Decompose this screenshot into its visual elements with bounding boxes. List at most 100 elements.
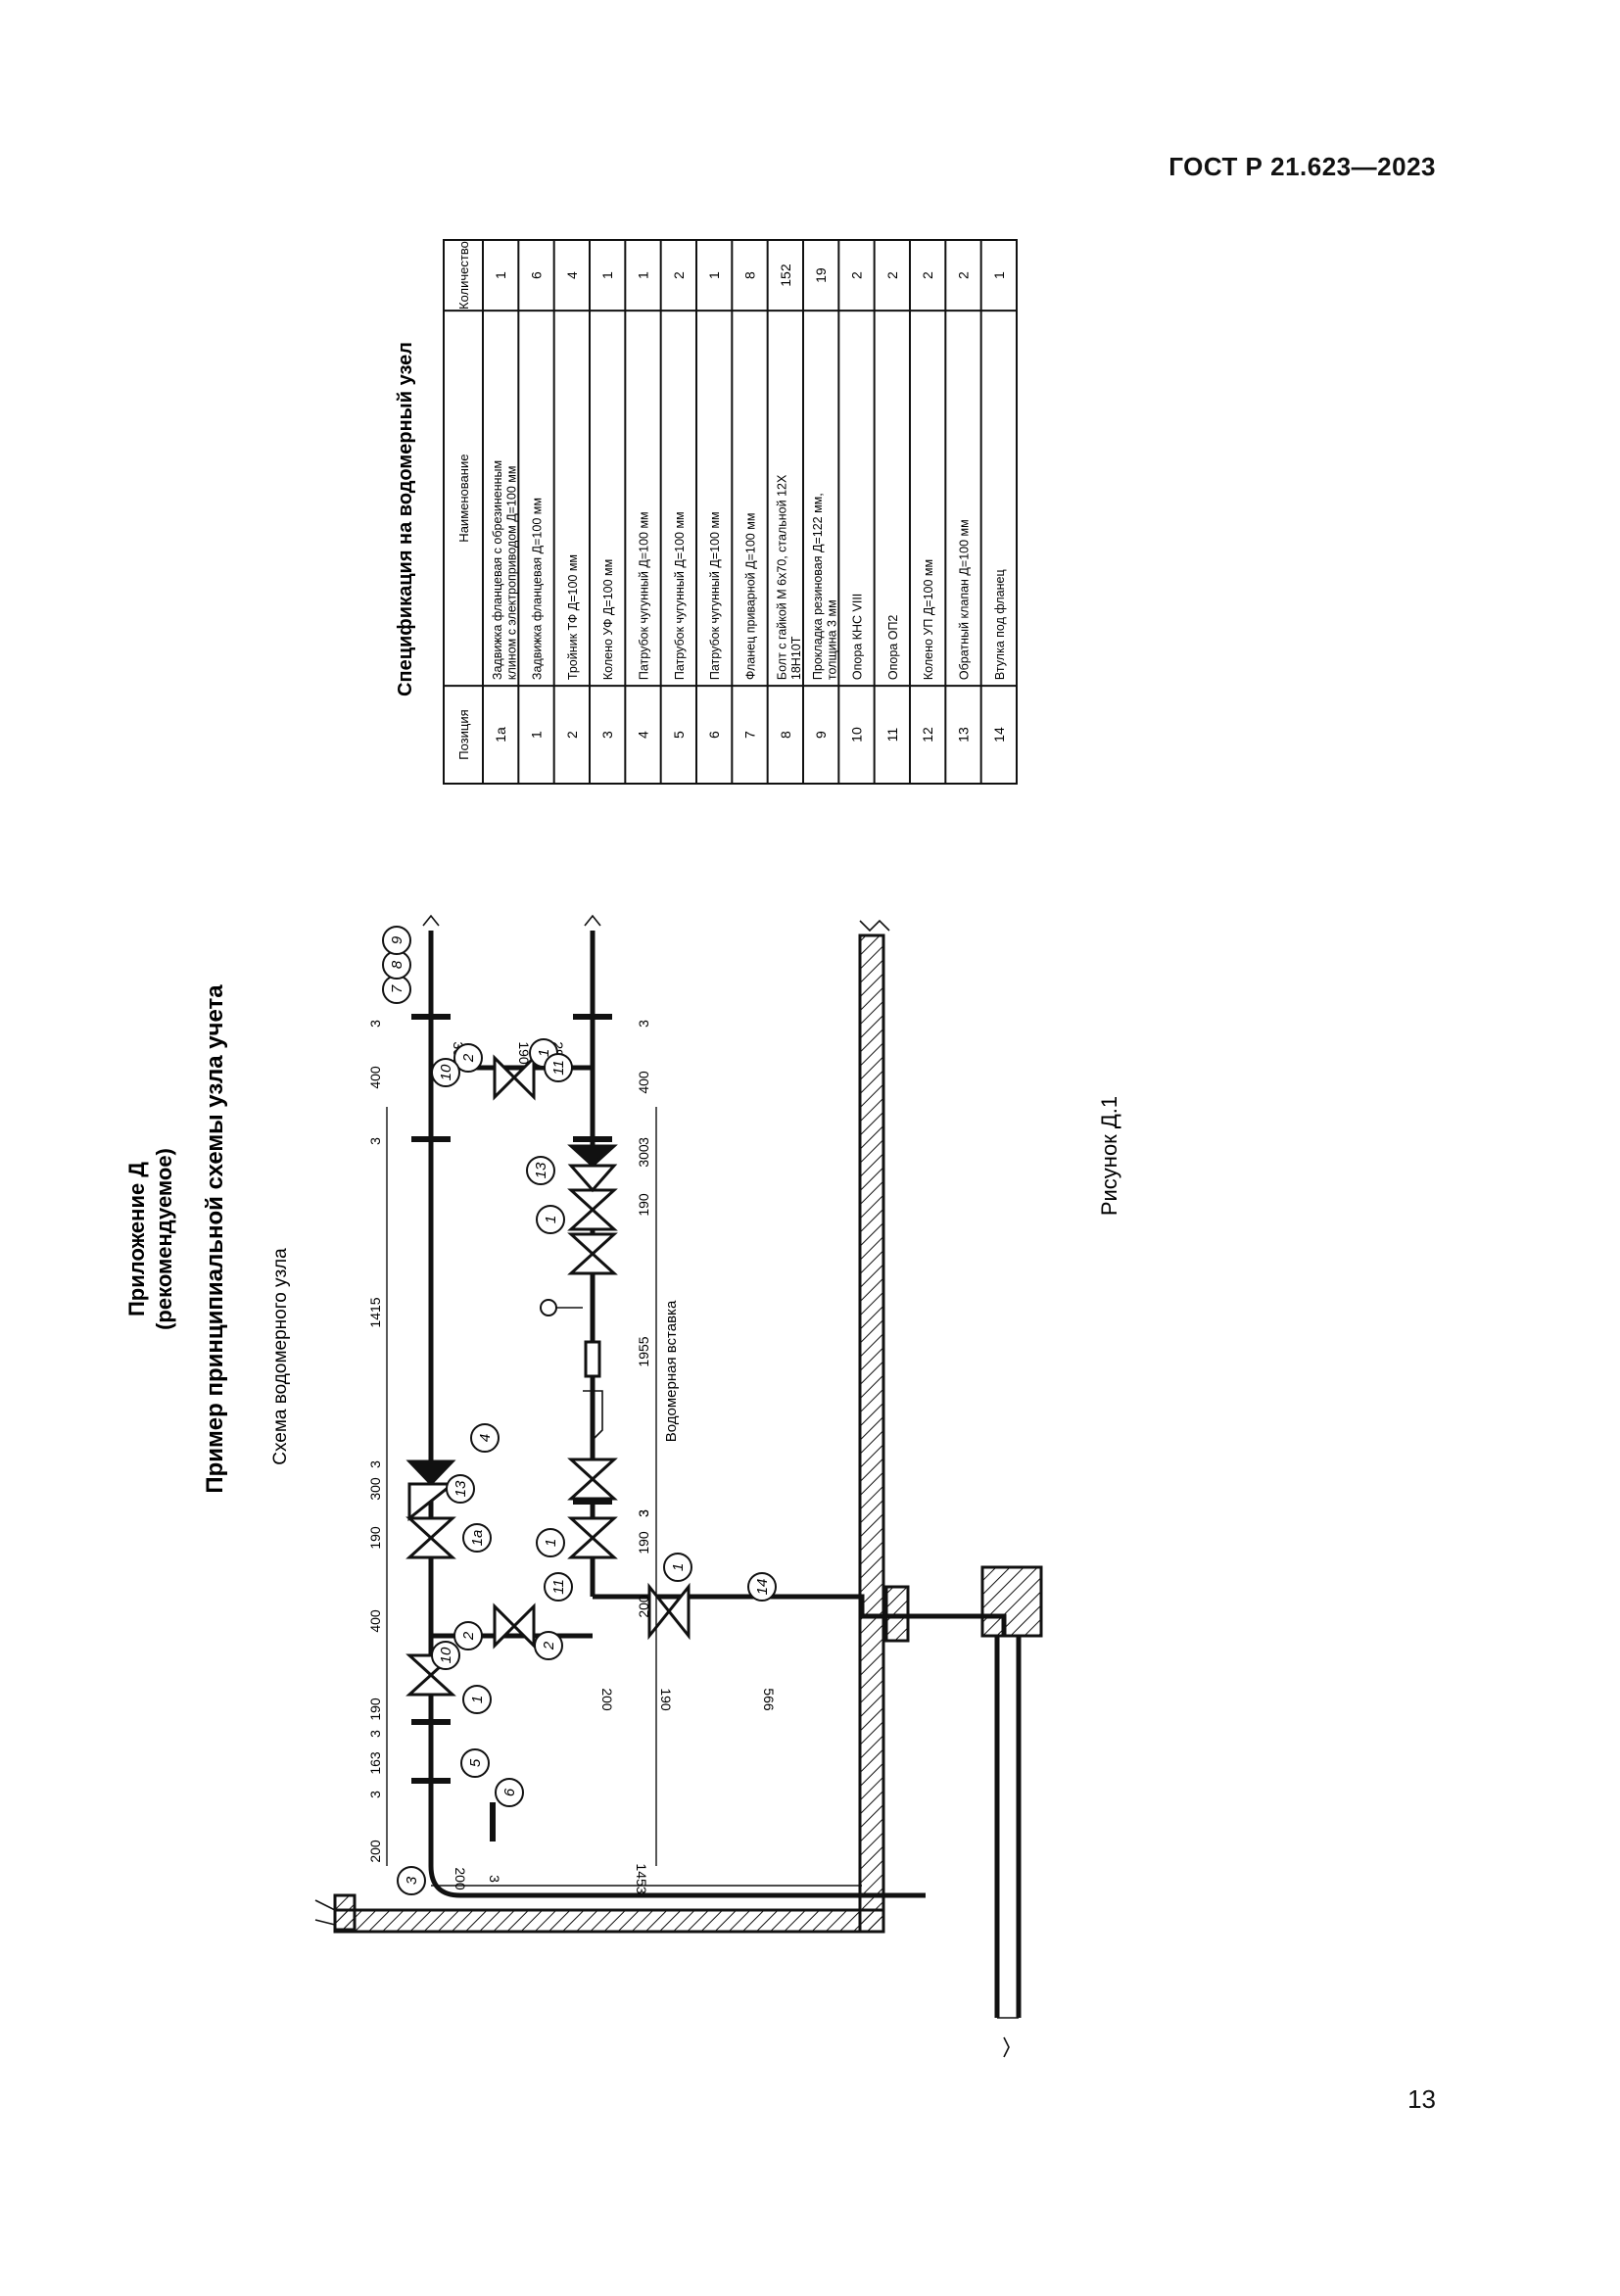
break-mark-bottom [1003, 2036, 1010, 2058]
callout-label-16: 1 [536, 1049, 552, 1057]
flange-h [490, 1802, 496, 1842]
callout-circle-12 [446, 1474, 475, 1504]
spec-cell-position: 1 [529, 731, 545, 739]
spec-cell-quantity: 2 [956, 271, 972, 279]
spec-cell-name: Тройник ТФ Д=100 мм [566, 554, 580, 680]
callout-circle-22 [663, 1553, 692, 1582]
flange-g [573, 1499, 612, 1505]
spec-cell-quantity: 1 [706, 271, 722, 279]
callout-circle-13 [747, 1572, 777, 1602]
callout-label-11: 11 [550, 1579, 567, 1595]
spec-cell-name: Болт с гайкой М 6х70, стальной 12Х [775, 474, 788, 680]
dim-bottom-5: 190 [636, 1193, 651, 1217]
spec-header-name: Наименование [456, 454, 471, 543]
callout-label-18: 1 [543, 1539, 559, 1547]
check-valve-13-lower [567, 1144, 618, 1169]
callout-label-1: 1а [469, 1530, 486, 1547]
spec-cell-position: 14 [991, 727, 1007, 742]
spec-cell-name: Втулка под фланец [993, 569, 1007, 680]
vertical-inlet-pipe [994, 1636, 1022, 2018]
spec-table-cells: ПозицияНаименованиеКоличество1аЗадвижка … [456, 241, 1007, 760]
dim-bottom-1: 190 [636, 1531, 651, 1555]
spec-cell-name: Опора КНС VIII [851, 594, 865, 680]
callout-circle-3 [397, 1866, 426, 1895]
dim-left-2: 3 [487, 1875, 502, 1883]
callout-circle-10 [431, 1641, 460, 1670]
spec-cell-position: 5 [671, 731, 687, 739]
spec-cell-name: толщина 3 мм [825, 599, 838, 680]
dim-top-6: 190 [367, 1526, 383, 1550]
spec-cell-name: Задвижка фланцевая с обрезиненным [491, 460, 504, 680]
dim-top-8: 3 [367, 1460, 383, 1468]
spec-cell-position: 4 [636, 731, 651, 739]
spec-cell-name: Обратный клапан Д=100 мм [958, 519, 972, 680]
callout-label-19: 1 [543, 1216, 559, 1223]
inlet-elbow [428, 1865, 926, 1898]
callout-label-8: 8 [389, 960, 405, 969]
dim-top-4: 190 [367, 1698, 383, 1721]
gate-valve-lower-2 [567, 1188, 618, 1231]
callout-label-13: 14 [754, 1579, 771, 1596]
spec-cell-quantity: 2 [671, 271, 687, 279]
appendix-title: Приложение Д [124, 1162, 149, 1316]
break-mark-wall [314, 1899, 336, 1926]
dim-bottom-4: 3 [636, 1509, 651, 1517]
callout-label-9: 9 [389, 935, 405, 944]
dim-top-11: 400 [367, 1066, 383, 1089]
callout-label-21: 10 [438, 1064, 454, 1080]
spec-cell-quantity: 1 [636, 271, 651, 279]
flange-e [573, 1014, 612, 1020]
check-valve-13-upper [405, 1459, 456, 1487]
dim-top-1: 3 [367, 1791, 383, 1798]
callout-circle-0 [462, 1685, 492, 1714]
spec-cell-position: 9 [813, 731, 829, 739]
dim-top-7: 300 [367, 1477, 383, 1501]
callout-label-15: 2 [541, 1641, 557, 1650]
strainer-lower-2 [567, 1232, 618, 1275]
valves [405, 1054, 691, 1697]
gate-valve-1a [405, 1516, 456, 1559]
callout-label-10: 10 [438, 1647, 454, 1663]
callout-circle-14 [453, 1621, 483, 1650]
spec-cell-quantity: 1 [493, 271, 508, 279]
spec-cell-position: 1а [493, 727, 508, 742]
spec-cell-quantity: 6 [529, 271, 545, 279]
strainer-lower-1 [567, 1458, 618, 1501]
dim-top-10: 3 [367, 1137, 383, 1145]
gate-valve-branch-upper [493, 1602, 536, 1650]
spec-cell-quantity: 152 [778, 263, 793, 287]
appendix-subtitle: (рекомендуемое) [152, 1148, 176, 1330]
check-valve-body-lower [567, 1164, 618, 1193]
dim-top-0: 200 [367, 1840, 383, 1863]
spec-cell-quantity: 19 [813, 267, 829, 283]
spec-cell-position: 7 [742, 731, 758, 739]
callout-label-5: 5 [467, 1758, 484, 1767]
dimension-texts: 2003163319040019030031415340032001903195… [367, 1020, 777, 1894]
spec-cell-name: клином с электроприводом Д=100 мм [504, 466, 518, 681]
callout-circle-18 [536, 1528, 565, 1557]
dim-vertical-1: 190 [658, 1688, 674, 1711]
break-mark-pipe-1 [422, 914, 440, 927]
callout-circle-6 [495, 1778, 524, 1807]
spec-cell-name: Опора ОП2 [886, 615, 900, 681]
callout-circle-20 [526, 1156, 555, 1185]
dim-bottom-9: 3 [636, 1020, 651, 1028]
dimension-lines [386, 1107, 862, 1887]
dim-left-0: 200 [453, 1867, 468, 1890]
dim-bottom-7: 3 [636, 1137, 651, 1145]
spec-cell-name: Патрубок чугунный Д=100 мм [673, 511, 687, 680]
figure-caption: Рисунок Д.1 [1097, 1096, 1121, 1216]
pipeline-network [422, 914, 1007, 1898]
callout-label-17: 11 [550, 1060, 567, 1076]
flange-d [411, 1014, 451, 1020]
spec-cell-quantity: 2 [884, 271, 900, 279]
dim-top-2: 163 [367, 1751, 383, 1775]
appendix-heading: Пример принципиальной схемы узла учета [202, 984, 228, 1494]
dim-bottom-3: 1955 [636, 1336, 651, 1366]
callout-circle-11 [544, 1572, 573, 1602]
dim-bottom-2: 3 [636, 1509, 651, 1517]
flanges [411, 1014, 612, 1842]
